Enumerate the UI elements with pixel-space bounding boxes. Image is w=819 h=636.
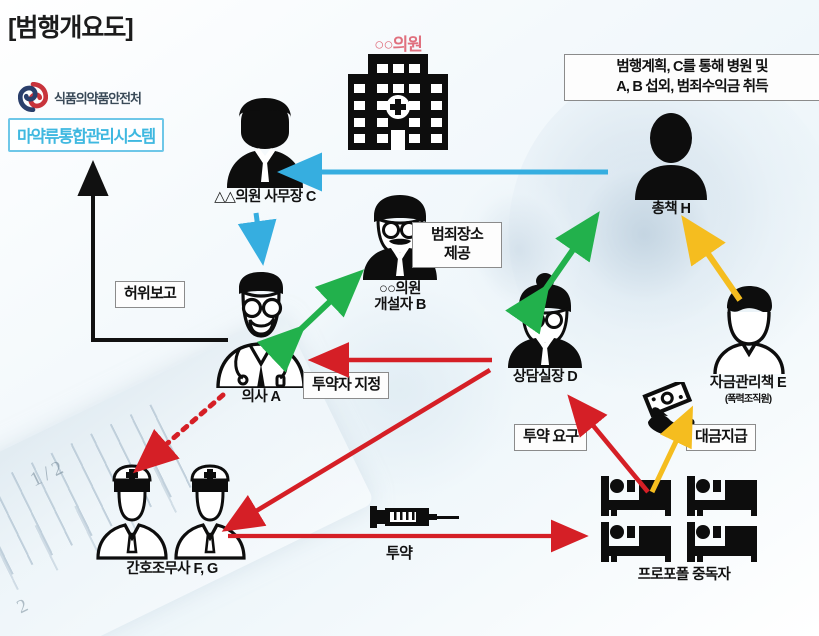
false-report-box: 허위보고 (115, 281, 186, 308)
person-bun-glasses-icon (485, 272, 605, 368)
demand-label: 투약 요구 (523, 428, 579, 445)
node-addicts: 프로포폴 중독자 (594, 472, 774, 583)
plan-box-line2: A, B 섭외, 범죄수익금 취득 (616, 78, 768, 95)
false-report-label: 허위보고 (124, 285, 177, 302)
node-e-label: 자금관리책 E (709, 375, 787, 391)
patient-bed-icon (594, 472, 774, 566)
node-h-label: 총책 H (651, 201, 691, 217)
hospital-building-icon (343, 52, 453, 152)
arrow-c-to-a (237, 212, 277, 266)
nurse-icon (82, 460, 262, 560)
node-d-label: 상담실장 D (512, 369, 578, 385)
node-c-label: △△의원 사무장 C (214, 189, 316, 205)
plan-box-line1: 범행계획, C를 통해 병원 및 (616, 59, 768, 75)
designate-label: 투약자 지정 (312, 376, 381, 393)
designate-box: 투약자 지정 (303, 372, 390, 399)
agency-name: 식품의약품안전처 (54, 90, 142, 106)
person-silhouette-icon (616, 112, 726, 200)
node-fg-label: 간호조무사 F, G (126, 561, 218, 577)
taegeuk-logo (18, 82, 48, 112)
crime-site-box: 범죄장소 제공 (412, 222, 502, 268)
drug-management-system-label: 마약류통합관리시스템 (17, 128, 156, 146)
crime-site-line1: 범죄장소 (430, 226, 484, 243)
hospital-node (343, 52, 453, 152)
doctor-icon (198, 268, 324, 388)
person-outline-icon (688, 282, 808, 374)
plan-box: 범행계획, C를 통해 병원 및 A, B 섭외, 범죄수익금 취득 (564, 54, 819, 102)
node-b-label-line2: 개설자 B (374, 297, 426, 314)
drug-management-system-box: 마약류통합관리시스템 (8, 118, 164, 152)
syringe-icon (366, 500, 462, 539)
background-syringe-marks-2: 2 (13, 595, 32, 619)
node-h: 총책 H (616, 112, 726, 217)
arrow-a-to-nurses (132, 392, 226, 474)
administer-label: 투약 (386, 545, 413, 562)
person-suit-icon (200, 96, 330, 188)
node-e: 자금관리책 E (폭력조직원) (688, 282, 808, 405)
page-title: [범행개요도] (8, 14, 134, 42)
node-c: △△의원 사무장 C (200, 96, 330, 205)
node-b: ○○의원 개설자 B (340, 192, 460, 313)
node-d: 상담실장 D (485, 272, 605, 385)
node-addicts-label: 프로포폴 중독자 (637, 567, 731, 583)
demand-box: 투약 요구 (514, 424, 588, 451)
node-b-label-line1: ○○의원 (379, 281, 421, 297)
payment-label: 대금지급 (695, 428, 748, 445)
agency-header: 식품의약품안전처 (18, 82, 142, 112)
node-fg: 간호조무사 F, G (82, 460, 262, 577)
background-syringe-marks: 1/2 (26, 454, 71, 492)
person-mustache-glasses-icon (340, 192, 460, 280)
node-e-sublabel: (폭력조직원) (724, 394, 772, 406)
payment-box: 대금지급 (686, 424, 757, 451)
hospital-label: ○○의원 (374, 35, 423, 54)
crime-site-line2: 제공 (443, 244, 471, 262)
